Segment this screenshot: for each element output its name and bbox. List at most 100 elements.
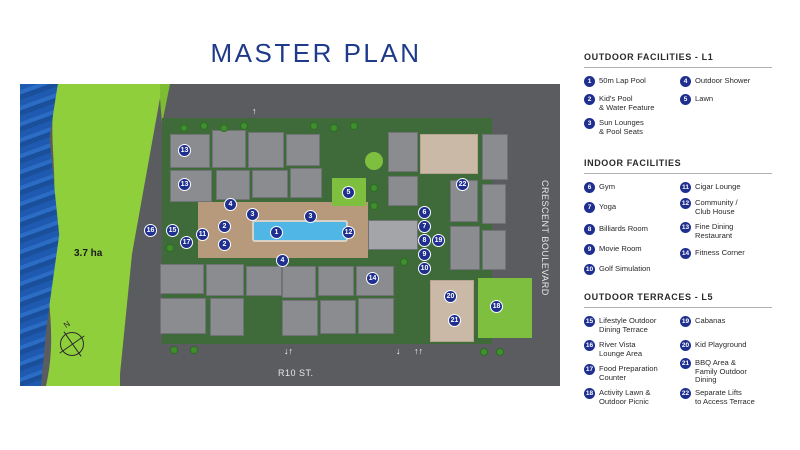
map-marker[interactable]: 7	[418, 220, 431, 233]
map-marker[interactable]: 2	[218, 238, 231, 251]
tree-icon	[170, 346, 178, 354]
map-marker[interactable]: 15	[166, 224, 179, 237]
map-marker[interactable]: 14	[366, 272, 379, 285]
legend-number-badge: 22	[680, 388, 691, 399]
building-block	[358, 298, 394, 334]
map-marker[interactable]: 13	[178, 144, 191, 157]
entrance-arrow-icon: ↑	[252, 106, 257, 116]
legend-label: Community / Club House	[695, 198, 738, 216]
map-marker[interactable]: 16	[144, 224, 157, 237]
map-marker[interactable]: 9	[418, 248, 431, 261]
map-marker[interactable]: 12	[342, 226, 355, 239]
map-marker[interactable]: 8	[418, 234, 431, 247]
legend-item[interactable]: 15 Lifestyle Outdoor Dining Terrace	[584, 316, 656, 334]
legend-label: Yoga	[599, 202, 617, 211]
legend-item[interactable]: 13 Fine Dining Restaurant	[680, 222, 733, 240]
map-marker[interactable]: 21	[448, 314, 461, 327]
legend-label: Food Preparation Counter	[599, 364, 658, 382]
legend-label: Fitness Corner	[695, 248, 745, 257]
tree-icon	[370, 202, 378, 210]
tree-icon	[400, 258, 408, 266]
legend-number-badge: 2	[584, 94, 595, 105]
map-marker[interactable]: 20	[444, 290, 457, 303]
park-land-shape	[46, 84, 170, 386]
legend-number-badge: 3	[584, 118, 595, 129]
map-marker[interactable]: 13	[178, 178, 191, 191]
lap-pool[interactable]	[252, 220, 348, 242]
building-block	[320, 300, 356, 334]
building-block	[482, 184, 506, 224]
map-marker[interactable]: 22	[456, 178, 469, 191]
legend-number-badge: 11	[680, 182, 691, 193]
entrance-arrow-icon: ↓↑	[284, 346, 293, 356]
tree-icon	[166, 244, 174, 252]
legend-number-badge: 1	[584, 76, 595, 87]
map-marker[interactable]: 6	[418, 206, 431, 219]
building-block	[282, 266, 316, 298]
building-block	[282, 300, 318, 336]
legend-item[interactable]: 22 Separate Lifts to Access Terrace	[680, 388, 755, 406]
map-marker[interactable]: 19	[432, 234, 445, 247]
building-block	[210, 298, 244, 336]
legend-item[interactable]: 4 Outdoor Shower	[680, 76, 750, 87]
map-marker[interactable]: 5	[342, 186, 355, 199]
legend-label: Lawn	[695, 94, 714, 103]
legend-item[interactable]: 1 50m Lap Pool	[584, 76, 646, 87]
legend-label: Separate Lifts to Access Terrace	[695, 388, 755, 406]
tree-icon	[350, 122, 358, 130]
building-block	[286, 134, 320, 166]
map-marker[interactable]: 1	[270, 226, 283, 239]
map-marker[interactable]: 4	[224, 198, 237, 211]
legend-label: Kid Playground	[695, 340, 747, 349]
legend-section-title: OUTDOOR FACILITIES - L1	[584, 52, 772, 68]
map-marker[interactable]: 3	[304, 210, 317, 223]
map-marker[interactable]: 11	[196, 228, 209, 241]
map-marker[interactable]: 18	[490, 300, 503, 313]
map-marker[interactable]: 4	[276, 254, 289, 267]
legend-number-badge: 4	[680, 76, 691, 87]
legend-label: Cabanas	[695, 316, 726, 325]
map-marker[interactable]: 10	[418, 262, 431, 275]
road-label-r10-street: R10 ST.	[278, 368, 314, 378]
legend-label: Outdoor Shower	[695, 76, 751, 85]
legend-label: Fine Dining Restaurant	[695, 222, 734, 240]
legend-number-badge: 8	[584, 224, 595, 235]
building-block	[216, 170, 250, 200]
map-marker[interactable]: 17	[180, 236, 193, 249]
legend-label: 50m Lap Pool	[599, 76, 646, 85]
legend-label: Lifestyle Outdoor Dining Terrace	[599, 316, 657, 334]
map-marker[interactable]: 2	[218, 220, 231, 233]
legend-number-badge: 15	[584, 316, 595, 327]
tree-icon	[180, 124, 188, 132]
tree-icon	[240, 122, 248, 130]
tree-icon	[496, 348, 504, 356]
master-plan-map[interactable]: CRESCENT BOULEVARD R10 ST. 3.7 ha ↑ ↓↑ ↓…	[20, 84, 560, 386]
legend-number-badge: 13	[680, 222, 691, 233]
tree-icon	[190, 346, 198, 354]
map-marker[interactable]: 3	[246, 208, 259, 221]
round-lawn	[365, 152, 383, 170]
legend-label: Golf Simulation	[599, 264, 651, 273]
entrance-arrow-icon: ↑↑	[414, 346, 423, 356]
building-block	[482, 134, 508, 180]
